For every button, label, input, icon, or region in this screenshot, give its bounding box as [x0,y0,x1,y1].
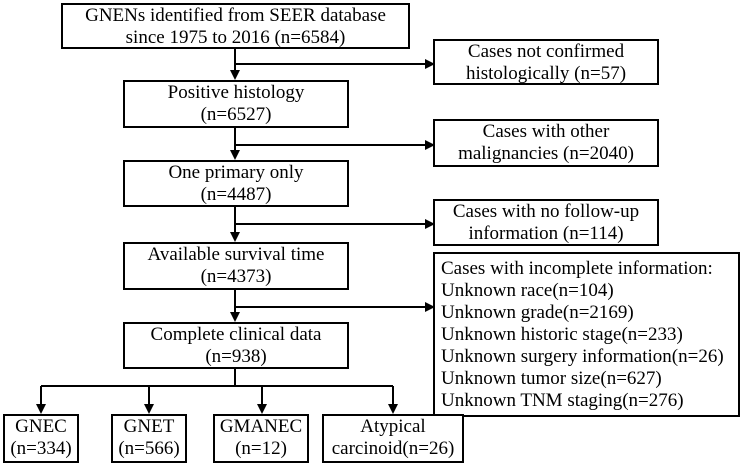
box-excl-incomplete-line-5: Unknown surgery information(n=26) [441,346,724,367]
box-atypical-carcinoid-line-2: carcinoid(n=26) [331,438,455,459]
box-excl-histology-line-1: Cases not confirmed [467,41,625,62]
box-one-primary: One primary only(n=4487) [123,160,349,207]
box-excl-incomplete-line-2: Unknown race(n=104) [441,280,614,301]
box-complete-clinical-line-1: Complete clinical data [150,324,322,345]
box-identified-line-1: GNENs identified from SEER database [85,5,386,26]
box-excl-incomplete-line-6: Unknown tumor size(n=627) [441,368,662,389]
box-complete-clinical-line-2: (n=938) [205,346,267,367]
box-one-primary-line-1: One primary only [168,162,304,183]
box-gnec-line-1: GNEC [15,416,67,437]
box-gnet: GNET(n=566) [111,414,187,463]
box-excl-malignancies-line-1: Cases with other [482,121,610,142]
box-survival-time: Available survival time(n=4373) [123,242,349,290]
box-gnet-line-2: (n=566) [118,438,180,459]
box-positive-histology-line-1: Positive histology [167,82,305,103]
box-gmanec-line-2: (n=12) [235,438,287,459]
box-excl-incomplete-line-7: Unknown TNM staging(n=276) [441,390,684,411]
box-excl-incomplete: Cases with incomplete information:Unknow… [433,252,740,417]
box-atypical-carcinoid-line-1: Atypical [360,416,426,437]
box-gnec-line-2: (n=334) [10,438,72,459]
box-survival-time-line-2: (n=4373) [200,266,272,287]
box-gnec: GNEC(n=334) [3,414,79,463]
box-excl-histology-line-2: histologically (n=57) [465,63,627,84]
box-identified-line-2: since 1975 to 2016 (n=6584) [125,27,346,48]
box-excl-malignancies-line-2: malignancies (n=2040) [458,143,634,164]
box-gmanec-line-1: GMANEC [219,416,303,437]
box-one-primary-line-2: (n=4487) [200,184,272,205]
box-excl-followup-line-1: Cases with no follow-up [452,201,640,222]
box-gnet-line-1: GNET [123,416,175,437]
box-survival-time-line-1: Available survival time [147,244,325,265]
box-positive-histology: Positive histology(n=6527) [123,80,349,128]
box-excl-incomplete-line-4: Unknown historic stage(n=233) [441,324,683,345]
box-gmanec: GMANEC(n=12) [213,414,309,463]
box-positive-histology-line-2: (n=6527) [200,104,272,125]
box-excl-incomplete-line-1: Cases with incomplete information: [441,258,713,279]
box-excl-followup-line-2: information (n=114) [468,223,624,244]
box-excl-incomplete-line-3: Unknown grade(n=2169) [441,302,634,323]
box-complete-clinical: Complete clinical data(n=938) [123,322,349,369]
